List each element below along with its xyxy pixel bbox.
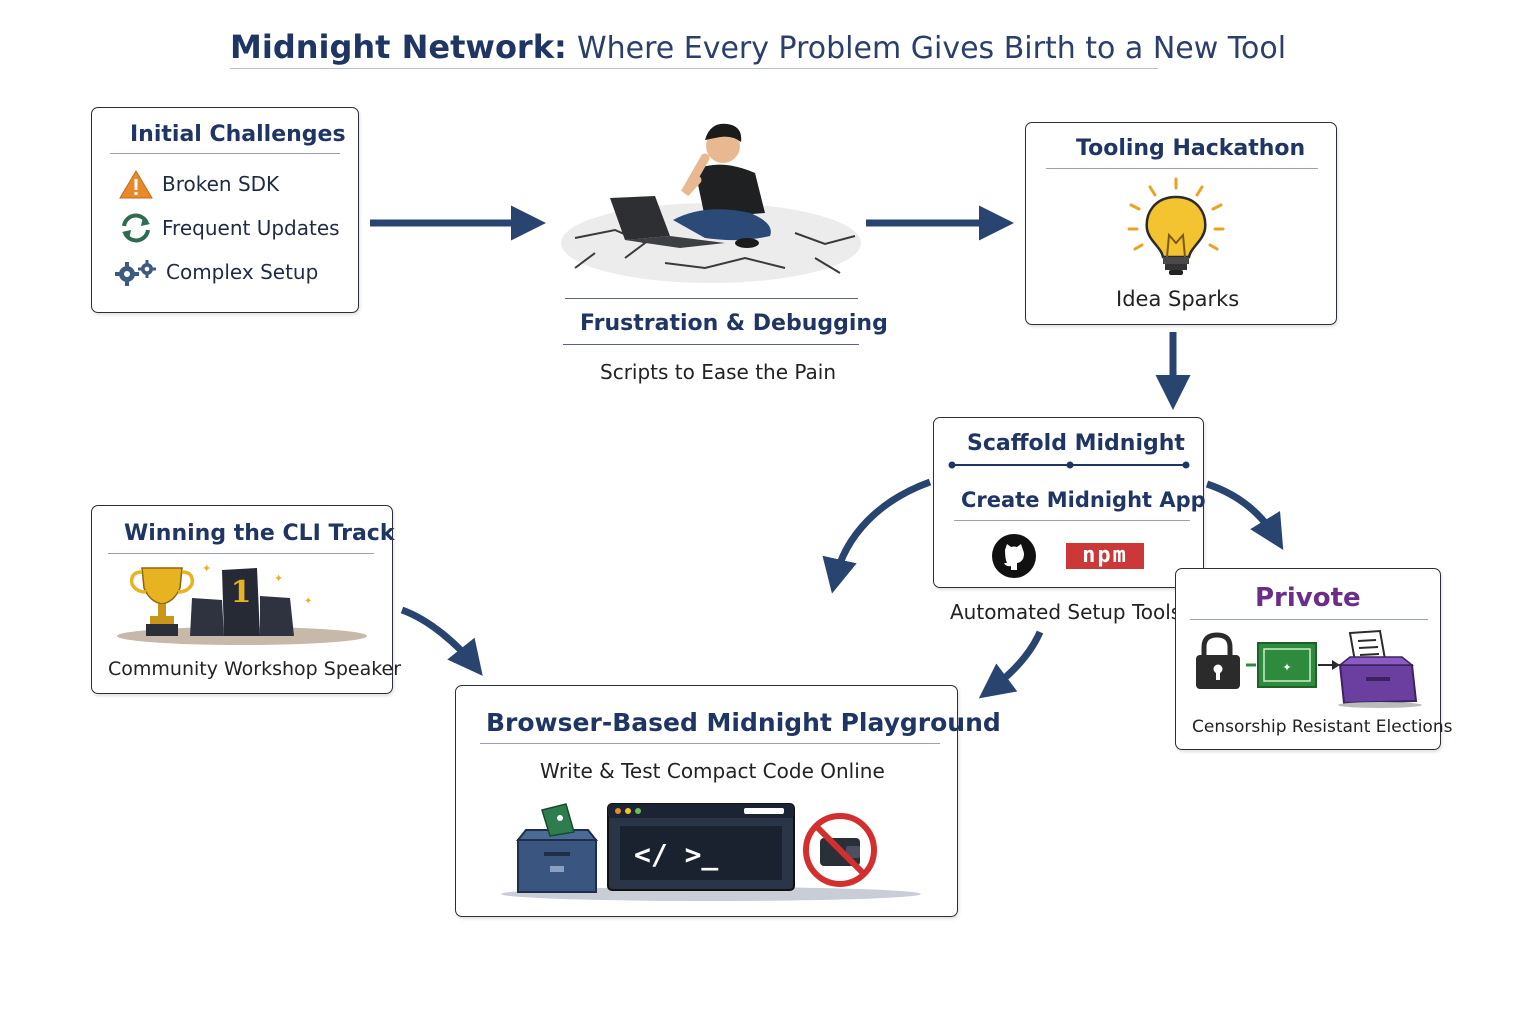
hackathon-title: Tooling Hackathon xyxy=(1076,136,1306,161)
svg-text:✦: ✦ xyxy=(274,572,283,585)
playground-title: Browser-Based Midnight Playground xyxy=(486,708,1001,737)
svg-text:✦: ✦ xyxy=(304,596,312,607)
privote-title: Privote xyxy=(1255,583,1361,613)
npm-label: npm xyxy=(1082,543,1128,568)
scaffold-caption: Automated Setup Tools xyxy=(950,600,1182,624)
frustrated-developer-illustration xyxy=(561,123,861,283)
playground-subtitle: Write & Test Compact Code Online xyxy=(540,759,885,783)
trophy-podium-illustration: 1 ✦ ✦ ✦ xyxy=(117,562,367,645)
frustration-subtitle: Scripts to Ease the Pain xyxy=(600,360,837,384)
padlock-icon xyxy=(1201,632,1233,655)
arrow-cli-to-playground xyxy=(400,606,483,676)
playground-illustration: </ >_ xyxy=(501,803,921,901)
frustration-rule-top xyxy=(565,298,858,299)
cli-track-box: Winning the CLI Track 1 ✦ ✦ ✦ Community … xyxy=(91,505,401,694)
code-prompt: </ >_ xyxy=(634,838,718,871)
warning-icon xyxy=(119,170,153,199)
title-underline xyxy=(230,68,1158,69)
arrow-scaffold-to-left xyxy=(822,478,932,594)
playground-rule xyxy=(480,743,940,744)
podium-number: 1 xyxy=(231,575,252,610)
initial-challenges-rule xyxy=(110,153,340,154)
scaffold-rule xyxy=(954,520,1190,521)
challenge-item-frequent-updates: Frequent Updates xyxy=(118,212,340,244)
challenge-item-broken-sdk: Broken SDK xyxy=(118,168,279,200)
initial-challenges-box: Initial Challenges Broken SDK Frequent U… xyxy=(91,107,359,313)
cli-track-rule xyxy=(108,553,374,554)
green-document-icon xyxy=(1257,642,1317,688)
code-window-icon: </ >_ xyxy=(607,803,795,891)
challenge-item-complex-setup: Complex Setup xyxy=(114,256,318,288)
page-title: Midnight Network: Where Every Problem Gi… xyxy=(230,28,1286,72)
frustration-rule-bottom xyxy=(563,344,859,345)
refresh-icon xyxy=(122,213,150,243)
lightbulb-icon xyxy=(1127,177,1225,275)
privote-caption: Censorship Resistant Elections xyxy=(1192,717,1453,737)
scaffold-subtitle: Create Midnight App xyxy=(961,488,1206,512)
challenge-label: Broken SDK xyxy=(162,172,280,196)
scaffold-midnight-box: Scaffold Midnight Create Midnight App np… xyxy=(933,417,1206,588)
title-rest: Where Every Problem Gives Birth to a New… xyxy=(576,31,1287,66)
playground-box: Browser-Based Midnight Playground Write … xyxy=(455,685,1001,917)
cli-track-caption: Community Workshop Speaker xyxy=(108,658,402,680)
svg-text:✦: ✦ xyxy=(202,562,211,575)
no-wallet-icon xyxy=(803,813,877,887)
npm-logo: npm xyxy=(1066,543,1144,569)
initial-challenges-title: Initial Challenges xyxy=(130,122,346,147)
ballot-box-icon xyxy=(515,803,599,893)
cli-track-title: Winning the CLI Track xyxy=(124,521,395,546)
arrow-scaffold-to-privote xyxy=(1205,480,1284,550)
arrow-tools-to-playground xyxy=(978,630,1044,699)
privote-box: Privote ✦ Censorship Resistant Elections xyxy=(1175,568,1452,750)
frustration-title: Frustration & Debugging xyxy=(580,311,888,336)
tooling-hackathon-box: Tooling Hackathon Idea Sparks xyxy=(1025,122,1337,325)
ballot-box-icon xyxy=(1338,664,1418,705)
hackathon-rule xyxy=(1046,168,1318,169)
svg-text:✦: ✦ xyxy=(1282,661,1291,674)
privote-rule xyxy=(1190,619,1428,620)
title-bold: Midnight Network: xyxy=(230,28,567,66)
gears-icon xyxy=(115,260,156,286)
challenge-label: Frequent Updates xyxy=(162,216,340,240)
hackathon-caption: Idea Sparks xyxy=(1116,287,1240,311)
challenge-label: Complex Setup xyxy=(166,260,319,284)
github-icon xyxy=(992,534,1036,578)
scaffold-title-underline xyxy=(948,461,1190,469)
privote-illustration: ✦ xyxy=(1196,629,1422,708)
scaffold-title: Scaffold Midnight xyxy=(967,431,1185,456)
